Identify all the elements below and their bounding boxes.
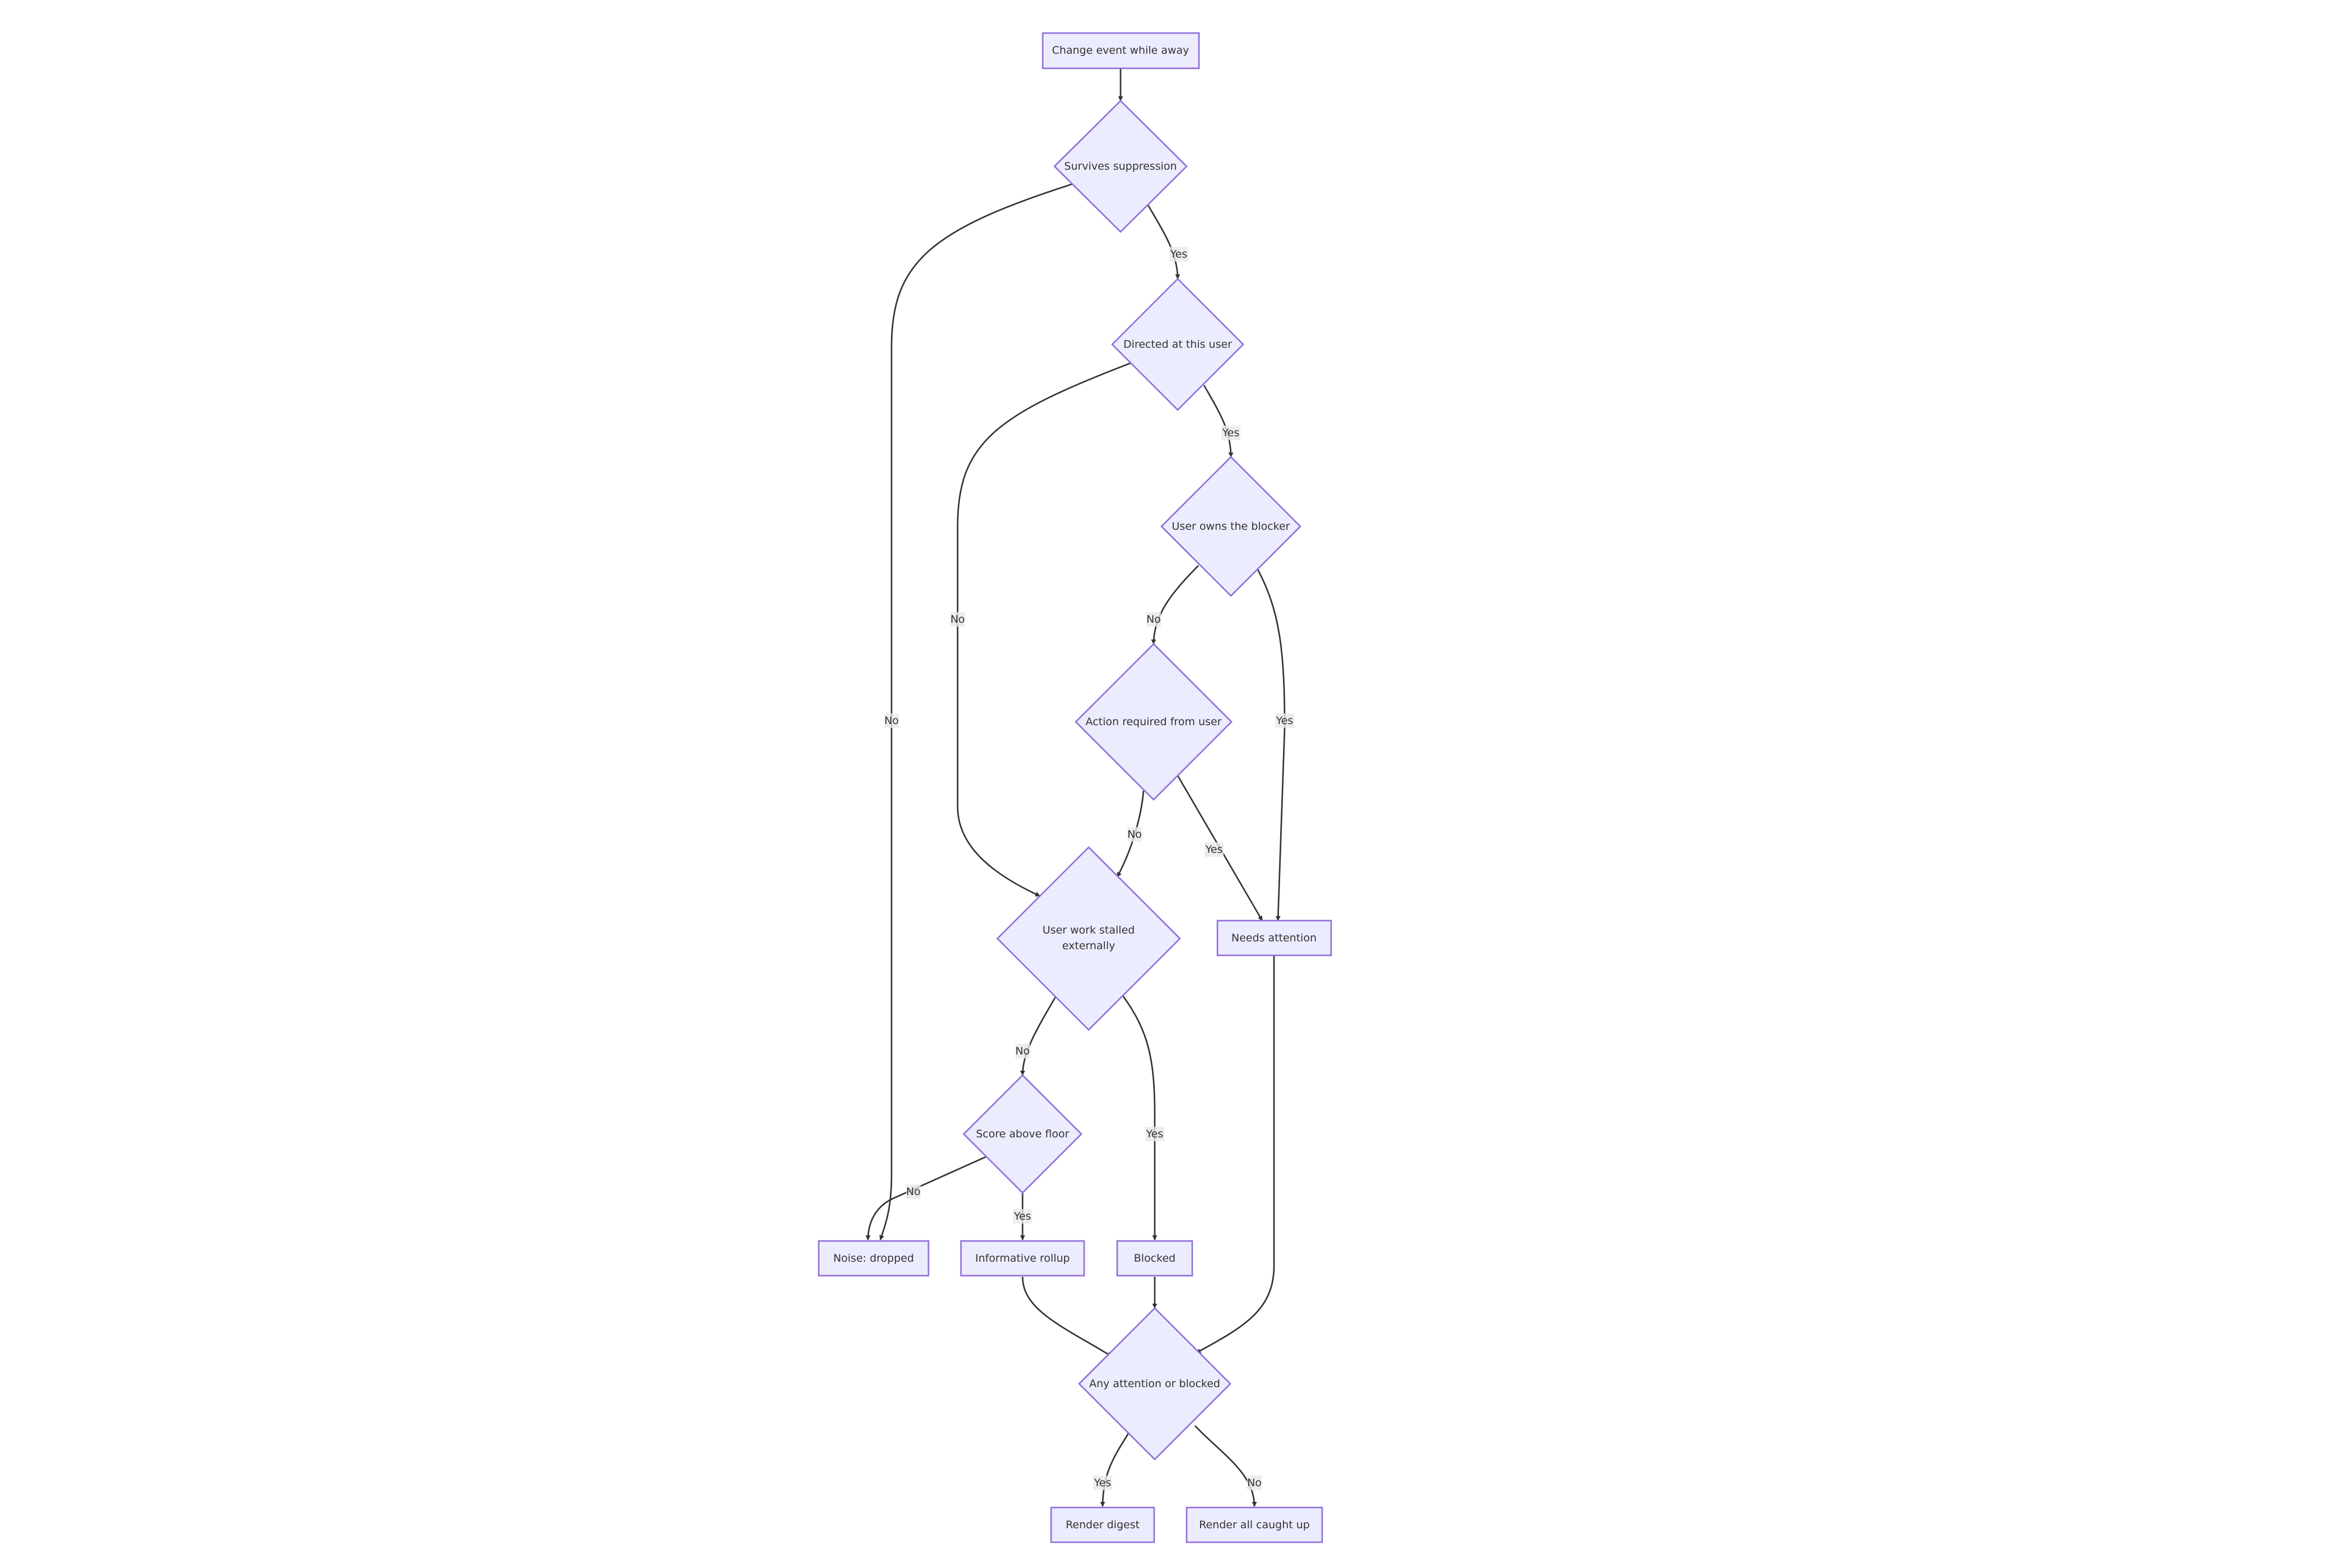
edge-label-action-yes: Yes	[1205, 842, 1224, 857]
svg-text:User owns the blocker: User owns the blocker	[1172, 520, 1290, 533]
edges	[865, 68, 1286, 1507]
svg-text:No: No	[1146, 613, 1161, 626]
decision-action-required: Action required from user	[1075, 643, 1233, 801]
svg-text:No: No	[1015, 1045, 1030, 1057]
decision-score-above-floor: Score above floor	[963, 1074, 1082, 1194]
edge-label-stalled-yes: Yes	[1145, 1127, 1164, 1141]
svg-text:Yes: Yes	[1170, 248, 1188, 260]
edge-score-no-to-noise	[865, 1156, 986, 1240]
edge-label-stalled-no: No	[1015, 1044, 1030, 1058]
svg-text:Informative rollup: Informative rollup	[976, 1252, 1070, 1264]
edge-directed-no-to-stalled	[956, 362, 1132, 897]
edge-stalled-yes-to-blocked	[1122, 995, 1158, 1240]
edge-owns-no-to-action	[1151, 565, 1199, 645]
edge-label-owns-yes: Yes	[1275, 713, 1294, 728]
decision-any-attention: Any attention or blocked	[1078, 1307, 1231, 1460]
svg-text:No: No	[1127, 828, 1142, 841]
edge-label-directed-yes: Yes	[1221, 426, 1240, 440]
svg-text:Action required from user: Action required from user	[1086, 716, 1222, 728]
svg-text:No: No	[884, 715, 899, 727]
svg-text:Yes: Yes	[1014, 1210, 1032, 1222]
edge-labels: No Yes No Yes No Yes No Yes	[884, 247, 1294, 1490]
svg-text:No: No	[1247, 1477, 1262, 1489]
svg-text:Change event while away: Change event while away	[1052, 44, 1189, 57]
edge-label-action-no: No	[1127, 827, 1142, 842]
node-render-digest: Render digest	[1050, 1506, 1155, 1543]
svg-text:Yes: Yes	[1146, 1128, 1164, 1140]
edge-stalled-no-to-score	[1020, 996, 1057, 1076]
node-render-all-caught-up: Render all caught up	[1186, 1506, 1323, 1543]
edge-survives-yes-to-directed	[1147, 204, 1180, 279]
svg-text:Directed at this user: Directed at this user	[1123, 338, 1232, 351]
decision-directed-at-user: Directed at this user	[1111, 278, 1244, 411]
svg-text:Needs attention: Needs attention	[1231, 932, 1317, 944]
svg-text:No: No	[906, 1186, 921, 1198]
svg-text:Render digest: Render digest	[1066, 1519, 1140, 1531]
svg-text:Yes: Yes	[1276, 715, 1294, 727]
svg-text:Survives suppression: Survives suppression	[1064, 160, 1177, 172]
decision-user-owns-blocker: User owns the blocker	[1160, 456, 1301, 597]
edge-directed-yes-to-owns	[1203, 385, 1234, 458]
edge-label-survives-no: No	[884, 713, 899, 728]
edge-survives-no-to-noise	[879, 183, 1074, 1240]
svg-text:Yes: Yes	[1222, 427, 1240, 439]
edge-label-score-yes: Yes	[1013, 1209, 1032, 1224]
node-needs-attention: Needs attention	[1216, 920, 1332, 956]
decision-work-stalled: User work stalled externally	[996, 846, 1181, 1031]
svg-text:Score above floor: Score above floor	[976, 1128, 1070, 1140]
edge-needs-to-any	[1196, 955, 1275, 1354]
node-noise-dropped: Noise: dropped	[818, 1240, 930, 1277]
edge-label-directed-no: No	[950, 612, 965, 627]
edge-label-score-no: No	[906, 1184, 921, 1199]
svg-text:Render all caught up: Render all caught up	[1199, 1519, 1310, 1531]
edge-label-survives-yes: Yes	[1169, 247, 1188, 262]
edge-label-any-yes: Yes	[1093, 1476, 1112, 1490]
edge-rollup-to-any	[1021, 1276, 1112, 1357]
edge-label-any-no: No	[1247, 1476, 1262, 1490]
svg-text:User work stalled: User work stalled	[1043, 924, 1135, 936]
nodes: Change event while away Survives suppres…	[818, 32, 1332, 1543]
svg-text:Yes: Yes	[1094, 1477, 1112, 1489]
svg-text:Yes: Yes	[1205, 843, 1223, 856]
edge-owns-yes-to-needs	[1256, 568, 1286, 921]
node-change-event: Change event while away	[1042, 32, 1200, 69]
node-informative-rollup: Informative rollup	[960, 1240, 1085, 1277]
edge-label-owns-no: No	[1146, 612, 1161, 627]
node-blocked: Blocked	[1116, 1240, 1193, 1277]
edge-any-no-to-caught-up	[1194, 1425, 1257, 1507]
edge-any-yes-to-digest	[1100, 1432, 1130, 1507]
svg-text:Any attention or blocked: Any attention or blocked	[1089, 1378, 1220, 1390]
decision-survives-suppression: Survives suppression	[1053, 100, 1188, 233]
svg-text:No: No	[950, 613, 965, 626]
svg-text:Blocked: Blocked	[1134, 1252, 1175, 1264]
svg-text:Noise: dropped: Noise: dropped	[833, 1252, 914, 1264]
svg-text:externally: externally	[1062, 940, 1116, 952]
